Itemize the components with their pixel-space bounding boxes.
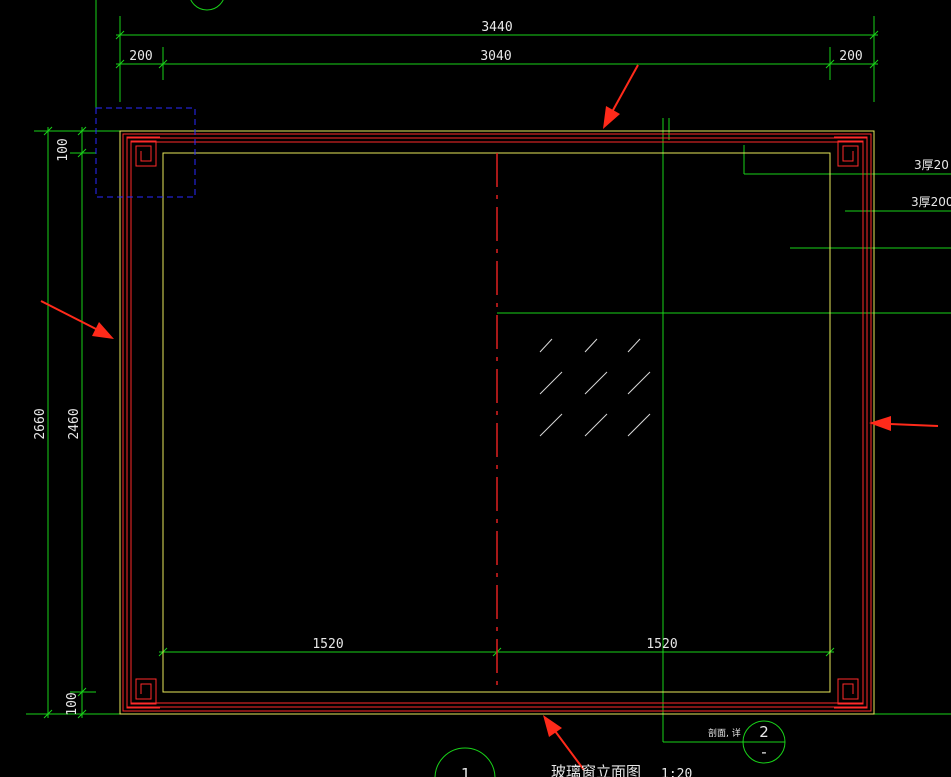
section-tag: 剖面, 详 <box>708 727 741 739</box>
dim-left-top: 100 <box>56 138 71 161</box>
glass-hatch-icon <box>539 338 651 437</box>
greek-key-corner-icon <box>834 136 868 170</box>
dim-left-overall: 2660 <box>33 408 48 439</box>
dimension-lines <box>26 0 951 777</box>
dim-bottom-left: 1520 <box>312 637 343 652</box>
greek-key-corner-icon <box>126 675 160 709</box>
note-label-1: 3厚20 <box>914 158 949 172</box>
red-arrow-icon <box>603 64 639 129</box>
drawing-scale: 1:20 <box>661 767 692 777</box>
dim-left-inner: 2460 <box>67 408 82 439</box>
dim-top-overall: 3440 <box>481 20 512 35</box>
note-label-2: 3厚200 <box>911 195 951 209</box>
dimension-labels: 3440 200 3040 200 2660 2460 100 100 1520… <box>33 20 863 716</box>
red-arrow-icon <box>543 715 585 771</box>
callout-number: 1 <box>461 765 471 777</box>
greek-key-corner-icon <box>126 136 160 170</box>
red-arrow-icon <box>40 300 114 339</box>
selection-box[interactable] <box>95 107 196 198</box>
dim-left-bottom: 100 <box>65 692 80 715</box>
red-arrow-icon <box>869 416 939 431</box>
greek-key-corner-icon <box>834 675 868 709</box>
dim-top-right: 200 <box>839 49 862 64</box>
dim-bottom-right: 1520 <box>646 637 677 652</box>
detail-number: 2 <box>759 723 769 741</box>
dim-top-left: 200 <box>129 49 152 64</box>
drawing-title: 玻璃窗立面图 <box>551 763 641 777</box>
dim-top-middle: 3040 <box>480 49 511 64</box>
detail-sheet: - <box>761 743 766 761</box>
